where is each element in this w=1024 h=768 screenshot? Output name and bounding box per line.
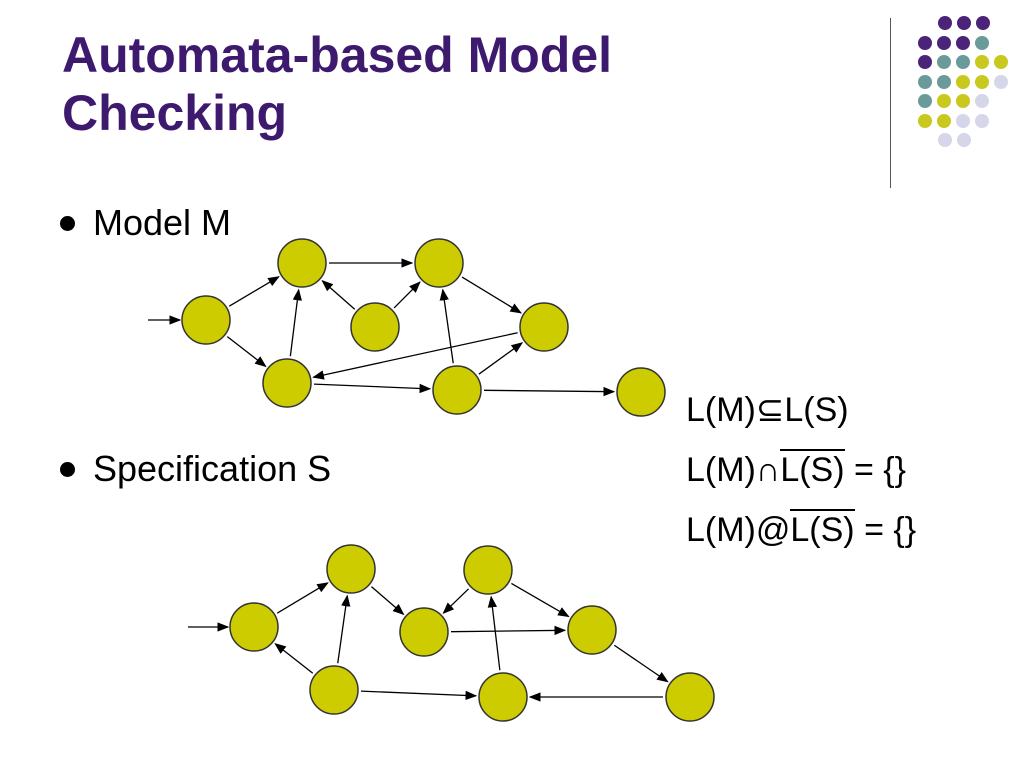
model-state [262, 358, 312, 408]
model-transition [321, 280, 356, 310]
formula-3-tail: = {} [854, 511, 917, 549]
spec-state [399, 607, 449, 657]
spec-state [229, 602, 279, 652]
spec-transition [450, 625, 567, 636]
decorative-dot [956, 94, 970, 108]
model-transition [312, 332, 518, 380]
spec-transition [371, 586, 405, 616]
decorative-dot [956, 35, 970, 50]
title-line-2: Checking [62, 85, 288, 141]
model-transition [289, 288, 302, 357]
spec-transition [613, 644, 669, 683]
decorative-divider [890, 18, 891, 188]
decorative-dot [918, 94, 932, 108]
model-state [350, 302, 400, 352]
formula-2-operator: ∩ [755, 451, 781, 489]
model-state [414, 238, 464, 288]
formula-1-operator: ⊆ [755, 391, 785, 429]
spec-state [326, 544, 376, 594]
model-transition [439, 288, 454, 364]
spec-transition [442, 588, 470, 615]
spec-state [478, 672, 528, 722]
model-transition [313, 383, 432, 394]
decorative-dot [937, 55, 951, 69]
decorative-dot [937, 113, 951, 128]
formula-2-tail: = {} [844, 451, 907, 489]
bullet-dot-icon [60, 461, 75, 477]
decorative-dot [956, 113, 970, 128]
decorative-dot [918, 35, 932, 50]
decorative-dot [956, 74, 970, 89]
model-state [277, 238, 327, 288]
spec-state [463, 545, 513, 595]
bullet-model-text: Model M [93, 202, 232, 243]
title-line-1: Automata-based Model [62, 27, 613, 83]
decorative-dot [956, 55, 970, 69]
spec-transition [511, 582, 570, 618]
spec-transition [276, 582, 329, 614]
decorative-dot [976, 16, 990, 30]
spec-s-automaton [188, 544, 715, 722]
slide-title: Automata-based Model Checking [62, 26, 612, 142]
formula-3-complement: L(S) [790, 509, 855, 549]
decorative-dot [975, 55, 989, 69]
model-transition [483, 386, 616, 397]
decorative-dot [918, 113, 932, 128]
bullet-spec-text: Specification S [93, 448, 332, 489]
model-transition [393, 281, 421, 309]
model-transition [478, 342, 524, 375]
decorative-dot [918, 55, 932, 69]
formula-intersection: L(M)∩L(S) = {} [686, 449, 907, 490]
formula-3-left: L(M)@ [686, 511, 791, 549]
decorative-dot [994, 74, 1008, 89]
spec-state [309, 665, 359, 715]
model-state [432, 365, 482, 415]
model-state [616, 367, 666, 417]
model-state [519, 302, 569, 352]
decorative-dot [975, 113, 989, 128]
formula-inclusion: L(M)⊆L(S) [686, 390, 849, 430]
decorative-dot [975, 35, 989, 50]
spec-transition [360, 690, 478, 701]
formula-2-left: L(M) [686, 451, 756, 489]
decorative-dot [938, 133, 952, 147]
decorative-dot [918, 74, 932, 89]
bullet-dot-icon [60, 215, 75, 231]
bullet-spec: Specification S [60, 448, 331, 490]
decorative-dot [994, 55, 1008, 69]
formula-1-right: L(S) [784, 391, 849, 429]
formula-2-complement: L(S) [780, 449, 845, 489]
formula-product: L(M)@L(S) = {} [686, 509, 917, 550]
spec-transition [274, 642, 314, 674]
model-state [181, 295, 231, 345]
decorative-dot [937, 74, 951, 89]
decorative-dot [957, 16, 971, 30]
decorative-dot [975, 74, 989, 89]
spec-transition [337, 594, 351, 664]
model-transition [228, 276, 280, 307]
spec-transition [487, 595, 501, 671]
model-transition [461, 276, 522, 314]
decorative-dot [975, 94, 989, 108]
spec-state [567, 605, 617, 655]
decorative-dot [937, 35, 951, 50]
bullet-model: Model M [60, 202, 231, 244]
spec-state [665, 672, 715, 722]
model-transition [226, 336, 267, 368]
decorative-dot [957, 133, 971, 147]
decorative-dot [937, 94, 951, 108]
formula-1-left: L(M) [686, 391, 756, 429]
decorative-dot [938, 16, 952, 30]
model-m-automaton [148, 238, 666, 417]
